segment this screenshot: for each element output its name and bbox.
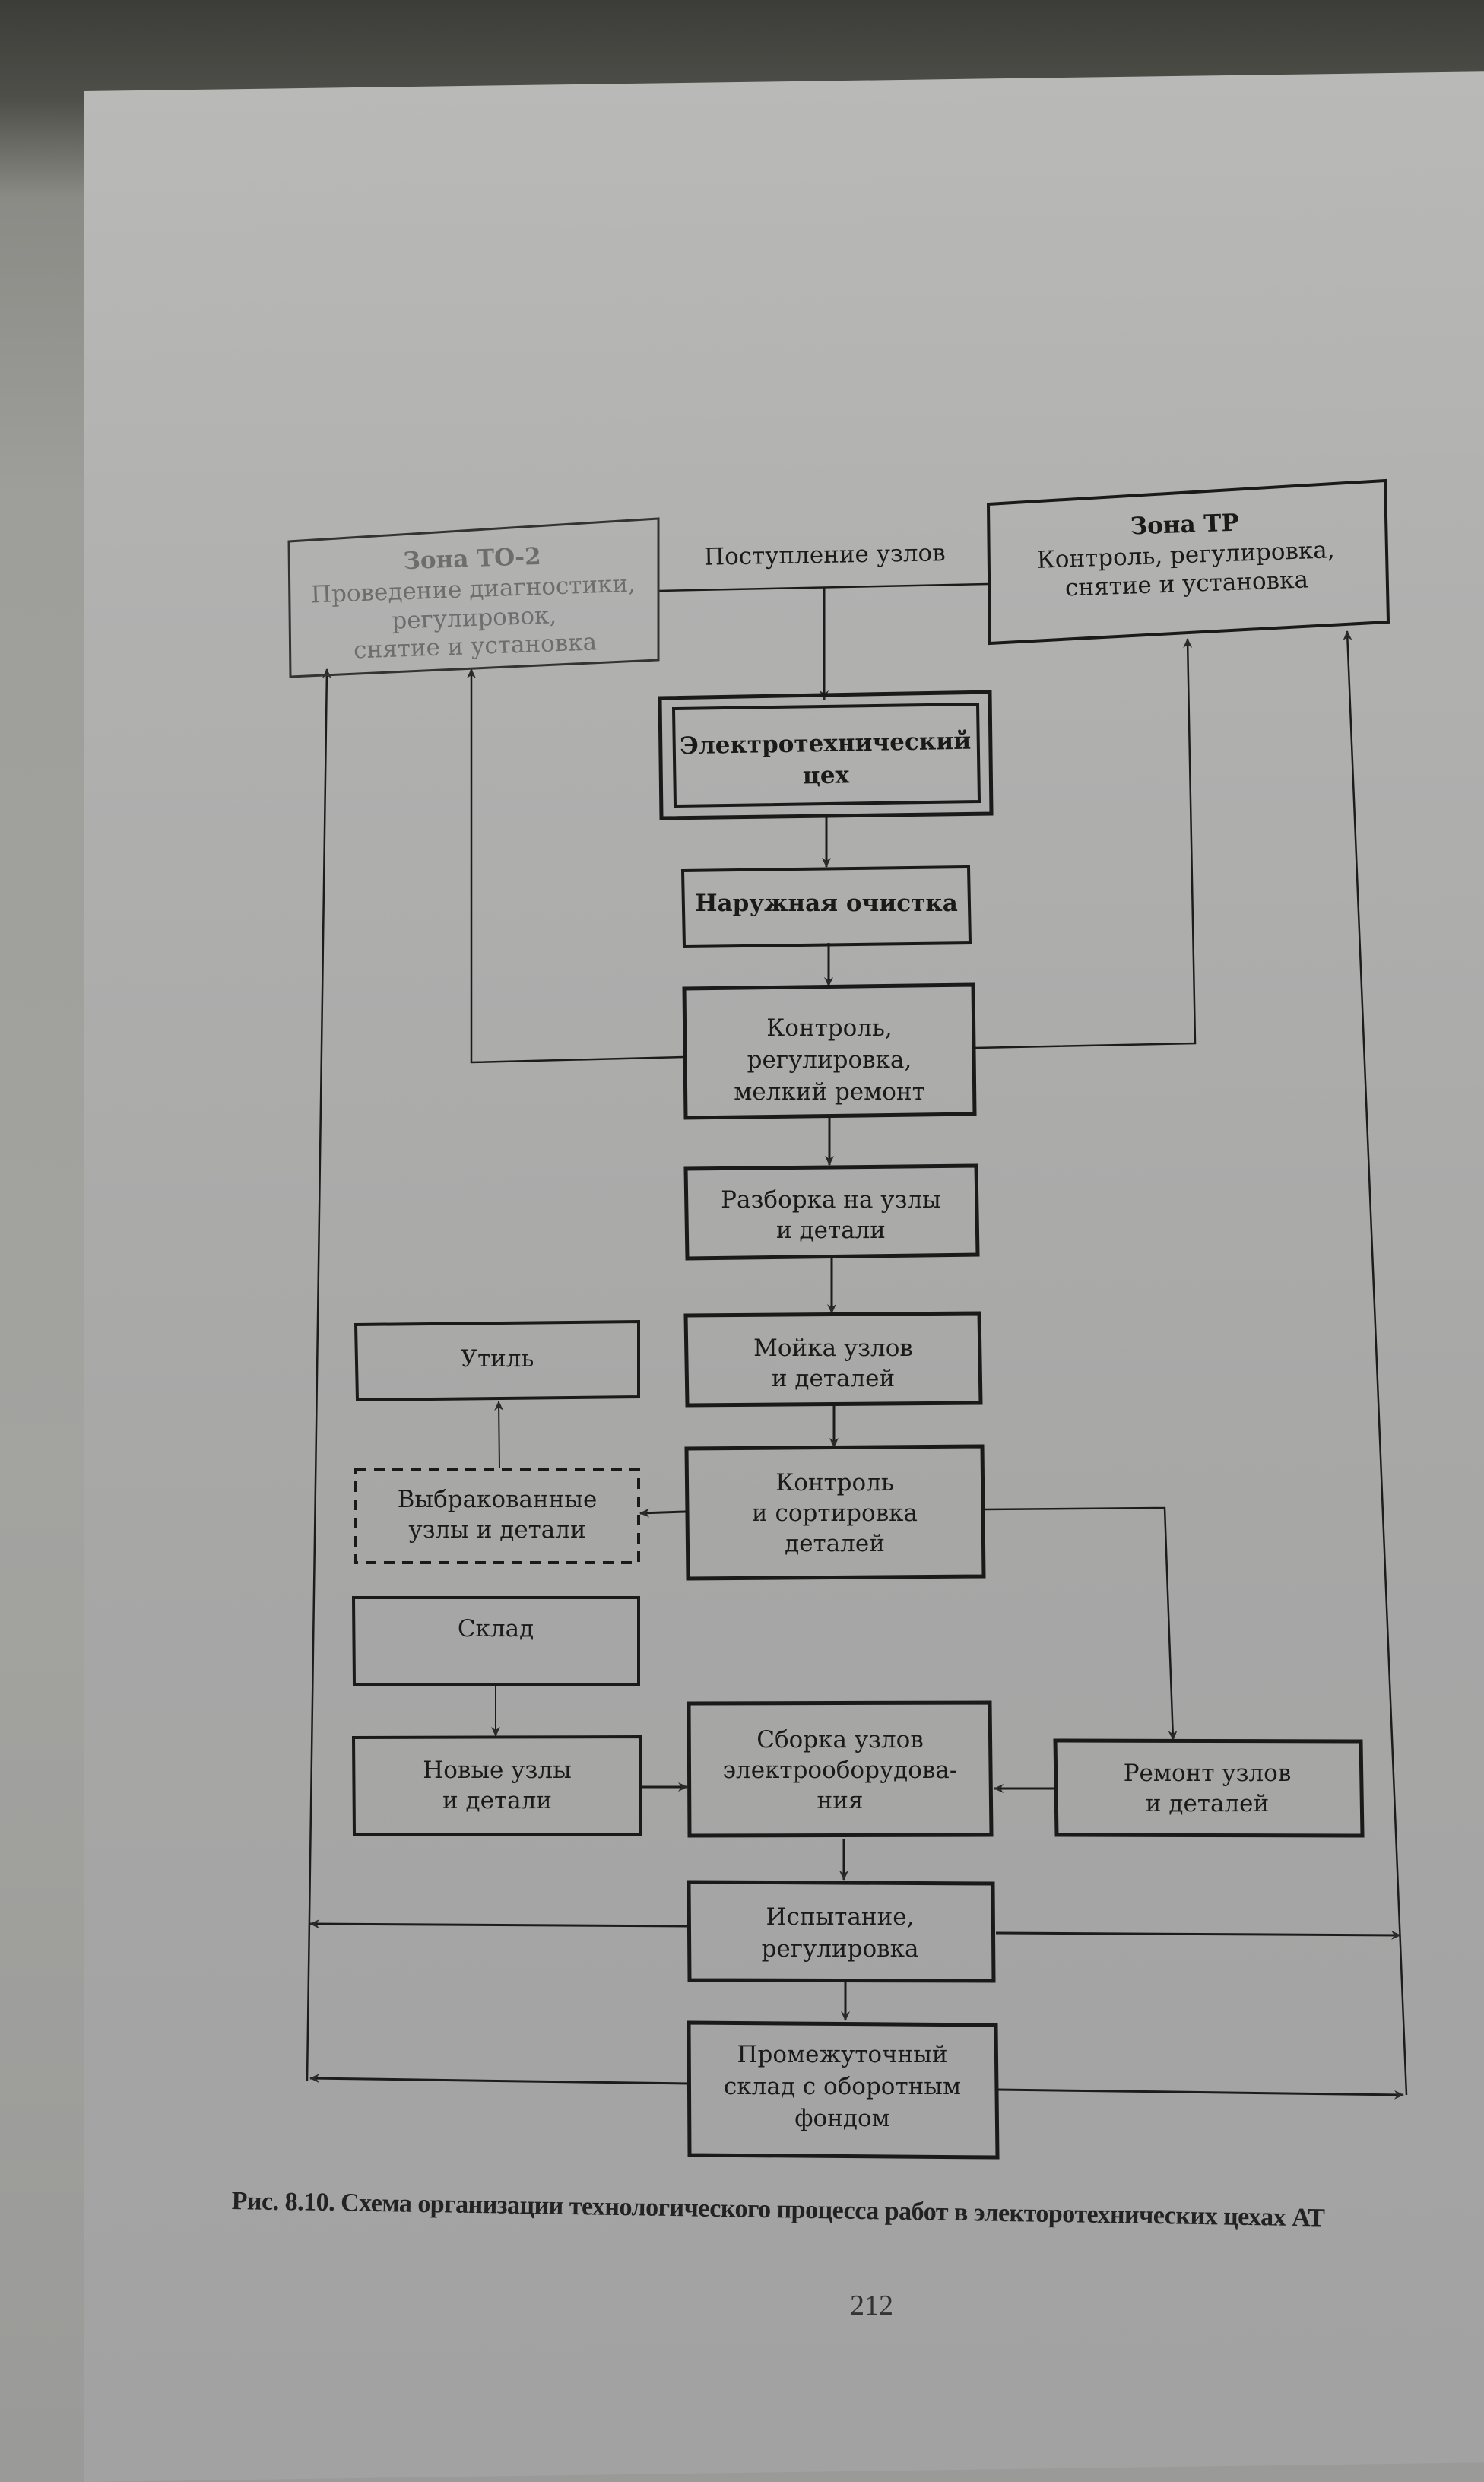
node-zone-tr-line: Зона ТР: [1130, 509, 1239, 541]
node-rejected: Выбракованные узлы и детали: [398, 1486, 598, 1544]
node-box-electro-inner: [671, 702, 981, 808]
node-box-disassembly: [683, 1163, 980, 1261]
node-zone-to2-line: регулировок,: [392, 601, 557, 635]
node-intermediate-store-line: фондом: [794, 2105, 889, 2132]
node-control-adjust-line: мелкий ремонт: [734, 1078, 924, 1106]
node-box-warehouse: [351, 1596, 640, 1686]
node-new-parts-line: и детали: [442, 1787, 552, 1814]
edge-testing-to-right: [995, 1930, 1401, 1940]
node-new-parts-line: Новые узлы: [423, 1757, 572, 1784]
node-testing: Испытание, регулировка: [762, 1903, 919, 1963]
node-zone-tr: Зона ТР Контроль, регулировка, снятие и …: [1036, 509, 1335, 602]
node-repair-line: и деталей: [1146, 1790, 1269, 1817]
node-zone-to2-line: снятие и установка: [354, 628, 598, 664]
node-zone-to2-line: Проведение диагностики,: [310, 570, 636, 609]
edge-sorting-to-repair: [984, 1506, 1178, 1741]
node-box-assembly: [687, 1700, 994, 1838]
node-assembly-line: ния: [817, 1787, 864, 1814]
node-box-cleaning: [680, 865, 972, 949]
edge-to2-tr: [658, 582, 989, 592]
node-electro-shop-line: Электротехнический: [680, 728, 972, 760]
node-sorting-line: Контроль: [775, 1469, 894, 1496]
node-box-repair: [1053, 1738, 1365, 1838]
node-box-scrap: [354, 1319, 640, 1402]
node-assembly-line: Сборка узлов: [756, 1726, 924, 1754]
node-assembly-line: электрооборудова-: [723, 1757, 958, 1784]
node-box-intermediate-store: [687, 2020, 1000, 2160]
node-assembly: Сборка узлов электрооборудова- ния: [723, 1726, 958, 1814]
node-control-adjust-line: Контроль,: [766, 1014, 892, 1042]
node-zone-to2: Зона ТО-2 Проведение диагностики, регули…: [310, 543, 636, 665]
node-zone-to2-line: Зона ТО-2: [403, 543, 541, 575]
edge-control-to-tr: [974, 638, 1197, 1049]
node-repair-line: Ремонт узлов: [1124, 1760, 1292, 1787]
node-warehouse: Склад: [458, 1615, 534, 1642]
edge-sorting-to-rejected: [639, 1508, 687, 1518]
node-disassembly-line: и детали: [776, 1217, 886, 1244]
node-box-electro-outer: [658, 690, 994, 820]
node-box-new-parts: [351, 1735, 643, 1836]
edge-store-to-right: [997, 2088, 1404, 2100]
node-box-rejected: [354, 1468, 640, 1564]
node-sorting: Контроль и сортировка деталей: [752, 1469, 918, 1557]
node-disassembly: Разборка на узлы и детали: [721, 1186, 941, 1244]
edge-store-to-left: [309, 2074, 690, 2085]
node-box-testing: [687, 1880, 996, 1983]
node-control-adjust-line: регулировка,: [747, 1046, 912, 1074]
node-repair: Ремонт узлов и деталей: [1124, 1760, 1292, 1817]
edge-left-return-to-to2: [306, 668, 331, 2081]
node-washing: Мойка узлов и деталей: [753, 1335, 913, 1392]
node-control-adjust: Контроль, регулировка, мелкий ремонт: [734, 1014, 924, 1106]
page-number: 212: [850, 2290, 893, 2322]
node-intermediate-store-line: склад с оборотным: [724, 2073, 961, 2100]
edge-right-return-to-tr: [1343, 630, 1408, 2096]
node-scrap: Утиль: [461, 1345, 534, 1373]
edge-label-incoming: Поступление узлов: [704, 539, 946, 571]
edge-testing-to-left: [309, 1919, 690, 1929]
node-box-zone-tr: [986, 478, 1390, 646]
node-box-sorting: [684, 1444, 986, 1581]
node-external-cleaning: Наружная очистка: [695, 890, 958, 917]
node-testing-line: регулировка: [762, 1935, 919, 1963]
node-box-washing: [683, 1311, 983, 1408]
node-new-parts: Новые узлы и детали: [423, 1757, 572, 1814]
node-electro-shop: Электротехнический цех: [680, 728, 972, 790]
node-disassembly-line: Разборка на узлы: [721, 1186, 941, 1214]
node-box-control: [682, 982, 977, 1120]
node-rejected-line: узлы и детали: [408, 1516, 585, 1544]
node-sorting-line: деталей: [785, 1530, 885, 1557]
node-intermediate-store-line: Промежуточный: [737, 2041, 947, 2068]
node-electro-shop-line: цех: [803, 761, 850, 789]
node-testing-line: Испытание,: [766, 1903, 915, 1931]
node-box-zone-to2: [287, 517, 660, 678]
node-intermediate-store: Промежуточный склад с оборотным фондом: [724, 2041, 961, 2132]
edge-control-to-to2: [467, 668, 685, 1064]
node-rejected-line: Выбракованные: [398, 1486, 598, 1513]
node-washing-line: Мойка узлов: [753, 1335, 913, 1362]
node-washing-line: и деталей: [772, 1365, 895, 1392]
node-sorting-line: и сортировка: [752, 1500, 918, 1527]
